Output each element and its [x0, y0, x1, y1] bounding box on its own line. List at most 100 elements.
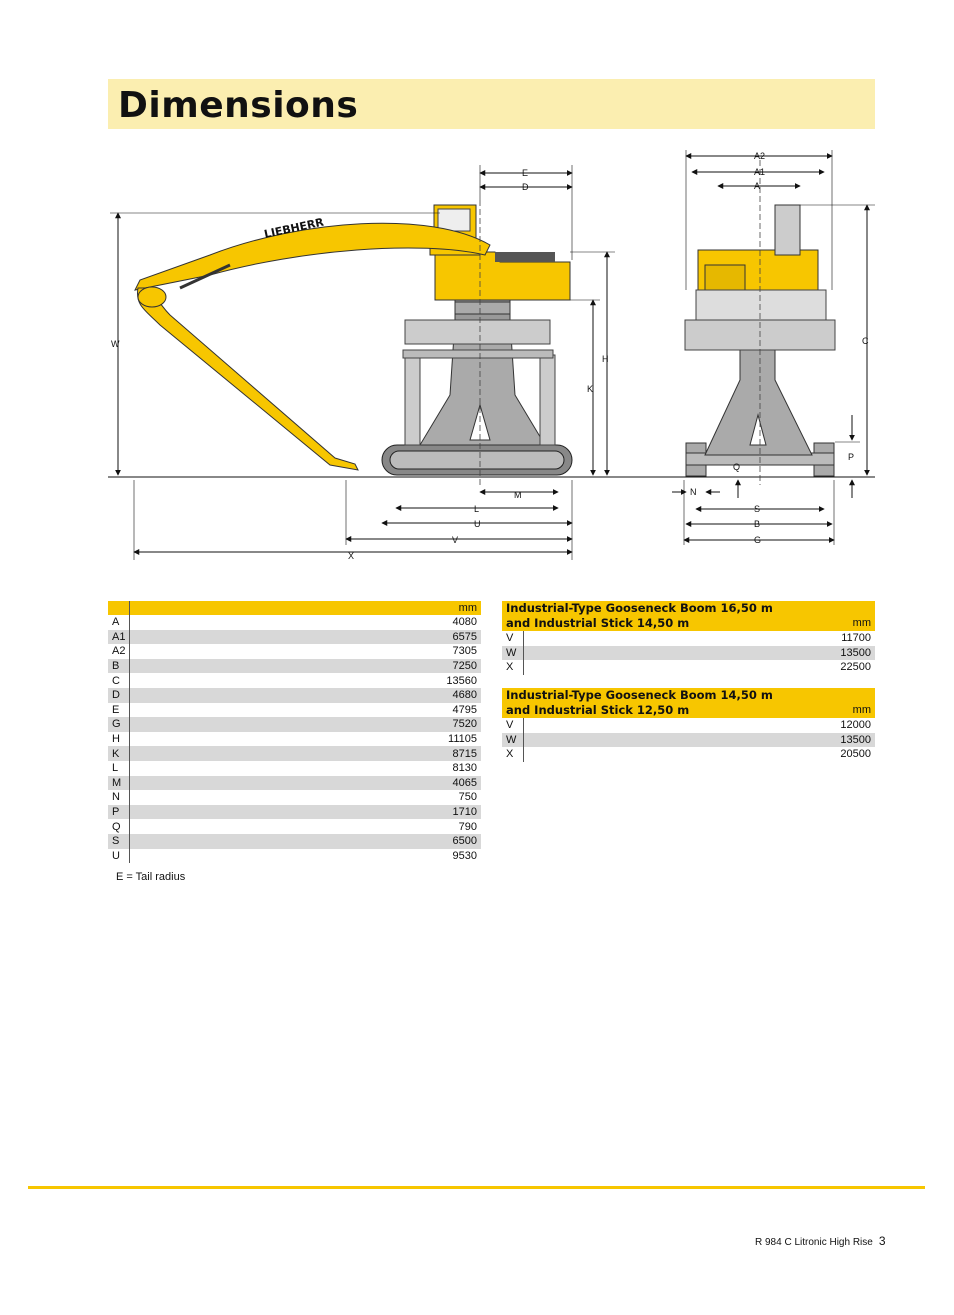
dimension-key: C [108, 673, 131, 688]
boom-title-line1: Industrial-Type Gooseneck Boom 14,50 m [506, 688, 773, 702]
page-number: 3 [878, 1234, 886, 1248]
dim-label-V: V [452, 535, 458, 545]
page-title: Dimensions [118, 85, 359, 126]
dimension-key: S [108, 833, 131, 849]
dimension-value: 4080 [452, 616, 477, 629]
dim-label-X: X [348, 551, 354, 561]
table-row: V 12000 [502, 718, 875, 733]
unit-label: mm [852, 704, 871, 716]
dimension-key: B [108, 658, 131, 674]
dimension-value: 11700 [841, 632, 871, 645]
table-row: X 20500 [502, 747, 875, 762]
dim-label-A1: A1 [754, 167, 765, 177]
dimension-value: 20500 [840, 748, 871, 761]
boom-table-header: Industrial-Type Gooseneck Boom 14,50 m a… [502, 688, 875, 718]
boom-title-line2: and Industrial Stick 14,50 m [506, 616, 690, 630]
table-row: N 750 [108, 790, 481, 805]
dimension-key: A [108, 615, 131, 630]
dimension-value: 7520 [129, 717, 481, 732]
dimension-key: U [108, 848, 131, 864]
title-bar: Dimensions [108, 79, 875, 129]
dimension-value: 22500 [840, 661, 871, 674]
dimension-drawing: LIEBHERR E D W H K M L U V X [108, 150, 875, 561]
dim-label-L: L [474, 504, 479, 514]
dimension-key: V [502, 631, 524, 646]
side-view: LIEBHERR E D W H K M L U V X [110, 165, 615, 561]
dim-label-Q: Q [733, 462, 740, 472]
dimension-value: 7250 [129, 658, 481, 674]
dimension-key: G [108, 717, 131, 732]
dimension-key: Q [108, 819, 131, 834]
dimension-value: 7305 [452, 645, 477, 658]
unit-label: mm [129, 601, 481, 615]
dimension-key: V [502, 718, 524, 733]
boom-title-line2: and Industrial Stick 12,50 m [506, 703, 690, 717]
dim-label-E: E [522, 168, 528, 178]
table-header-row: mm [108, 601, 481, 615]
dim-label-A2: A2 [754, 151, 765, 161]
footer-divider [28, 1186, 925, 1189]
dim-label-G: G [754, 535, 761, 545]
front-view: A2 A1 A C P Q N S B G [672, 150, 875, 545]
dimension-value: 13560 [446, 674, 477, 687]
dimension-key: E [108, 702, 131, 718]
dimension-value: 12000 [840, 719, 871, 732]
tail-radius-note: E = Tail radius [116, 871, 186, 883]
dimension-value: 6500 [129, 833, 481, 849]
dimension-value: 8715 [129, 746, 481, 761]
boom-title-line1: Industrial-Type Gooseneck Boom 16,50 m [506, 601, 773, 615]
dimension-key: W [502, 732, 524, 748]
table-row: X 22500 [502, 660, 875, 675]
dimension-value: 8130 [452, 762, 477, 775]
dimension-value: 4065 [129, 775, 481, 791]
dim-label-N: N [690, 487, 697, 497]
dim-label-C: C [862, 336, 869, 346]
table-row: U 9530 [108, 848, 481, 864]
table-row: H 11105 [108, 731, 481, 747]
dimension-key: D [108, 687, 131, 703]
dimension-key: K [108, 746, 131, 761]
dim-label-P: P [848, 452, 854, 462]
dimension-key: M [108, 775, 131, 791]
dimension-key: X [502, 747, 524, 762]
unit-label: mm [852, 617, 871, 629]
dim-label-W: W [111, 339, 120, 349]
dimension-key: H [108, 731, 131, 747]
boom-table-2: Industrial-Type Gooseneck Boom 14,50 m a… [502, 688, 875, 762]
dimension-value: 9530 [452, 849, 477, 862]
table-row: A 4080 [108, 615, 481, 630]
dimension-key: W [502, 645, 524, 661]
dimension-key: A2 [108, 644, 131, 659]
dim-label-B: B [754, 519, 760, 529]
dimension-value: 1710 [129, 804, 481, 820]
table-row: V 11700 [502, 631, 875, 646]
table-row: A2 7305 [108, 644, 481, 659]
dimension-key: X [502, 660, 524, 675]
dimension-value: 6575 [129, 629, 481, 645]
dim-label-K: K [587, 384, 593, 394]
dimension-value: 4680 [129, 687, 481, 703]
dim-label-D: D [522, 182, 529, 192]
dimension-key: P [108, 804, 131, 820]
dimension-value: 13500 [523, 732, 875, 748]
boom-table-1: Industrial-Type Gooseneck Boom 16,50 m a… [502, 601, 875, 675]
dimension-key: A1 [108, 629, 131, 645]
dim-label-M: M [514, 490, 522, 500]
dim-label-A: A [754, 181, 760, 191]
dimension-value: 11105 [448, 733, 477, 746]
dimension-value: 750 [458, 791, 477, 804]
dimension-key: N [108, 790, 131, 805]
boom-table-header: Industrial-Type Gooseneck Boom 16,50 m a… [502, 601, 875, 631]
